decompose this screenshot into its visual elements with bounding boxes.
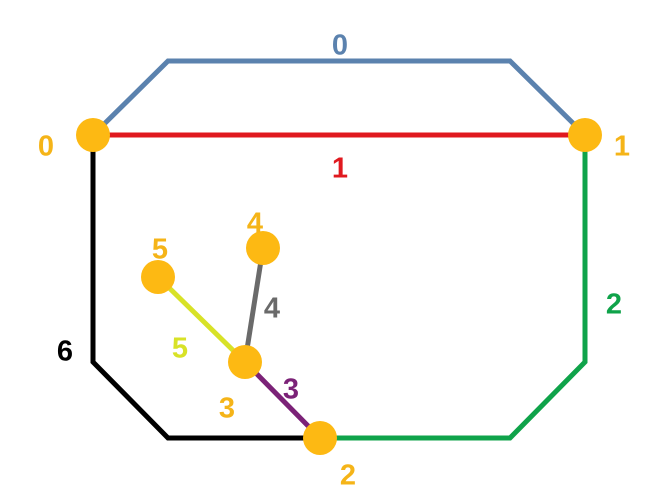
edge-label-0: 0 bbox=[332, 30, 348, 62]
node-label-4: 4 bbox=[247, 208, 263, 240]
edge-label-3: 3 bbox=[283, 374, 299, 406]
edge-label-1: 1 bbox=[332, 153, 348, 185]
edge-6 bbox=[90, 135, 320, 441]
node-label-0: 0 bbox=[38, 131, 54, 163]
edge-2 bbox=[320, 135, 588, 441]
node-label-5: 5 bbox=[152, 234, 168, 266]
node-3 bbox=[228, 345, 262, 379]
node-5 bbox=[141, 260, 175, 294]
edge-0 bbox=[91, 58, 587, 137]
node-label-3: 3 bbox=[219, 393, 235, 425]
edges-layer bbox=[90, 58, 588, 441]
edge-3 bbox=[243, 360, 322, 440]
node-1 bbox=[568, 118, 602, 152]
edge-label-6: 6 bbox=[57, 336, 73, 368]
node-0 bbox=[76, 118, 110, 152]
edge-4 bbox=[242, 247, 266, 363]
edge-5 bbox=[156, 275, 247, 364]
node-label-2: 2 bbox=[340, 460, 356, 492]
nodes-layer bbox=[76, 118, 602, 455]
node-label-1: 1 bbox=[614, 131, 630, 163]
edge-label-5: 5 bbox=[172, 333, 188, 365]
edge-label-2: 2 bbox=[606, 289, 622, 321]
edge-label-4: 4 bbox=[264, 293, 280, 325]
node-4 bbox=[246, 231, 280, 265]
node-2 bbox=[303, 421, 337, 455]
labels-layer: 0 1 2 3 4 5 6 0 1 2 3 4 5 bbox=[38, 30, 630, 492]
